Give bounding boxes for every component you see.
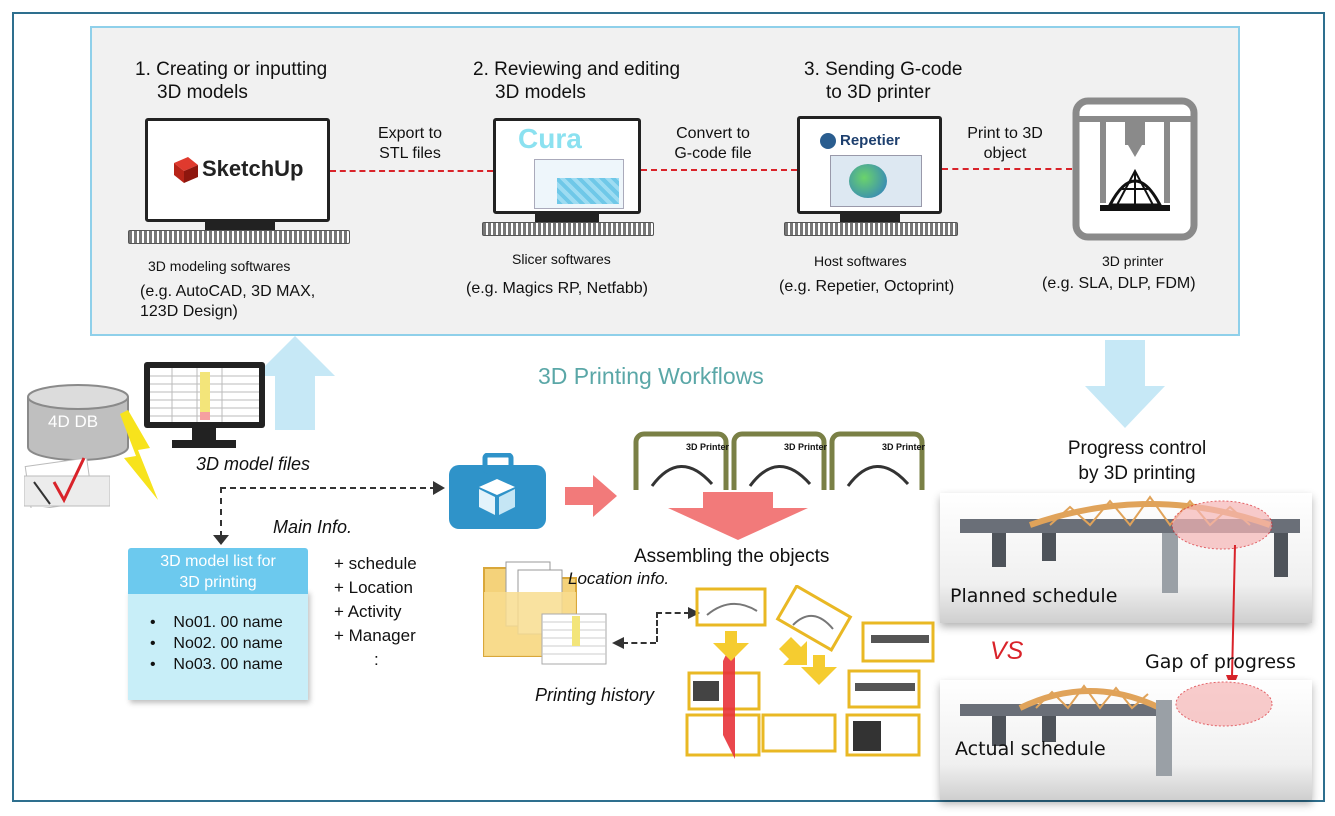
sketchup-monitor: SketchUp: [145, 118, 330, 222]
pink-down-arrow-icon: [668, 492, 808, 540]
step-3-title: 3. Sending G-code to 3D printer: [804, 59, 963, 103]
arrow-right-icon: [688, 606, 700, 619]
step-2-title: 2. Reviewing and editing 3D models: [473, 59, 681, 103]
printer-photos: [632, 428, 932, 490]
vs-label: VS: [990, 637, 1024, 665]
workflow-title: 3D Printing Workflows: [538, 363, 764, 389]
sketchup-logo-text: SketchUp: [202, 156, 304, 181]
connector-print: [942, 168, 1072, 170]
cura-screen: [534, 159, 624, 209]
connector-convert: [641, 169, 797, 171]
connector-location: [622, 642, 656, 644]
sketchup-logo-icon: [170, 155, 200, 185]
assembling-label: Assembling the objects: [634, 546, 830, 567]
database-icon: [24, 383, 132, 463]
db-label: 4D DB: [48, 412, 99, 431]
modeling-examples: (e.g. AutoCAD, 3D MAX,123D Design): [140, 283, 316, 320]
clipboard-icon: [23, 452, 111, 511]
actual-schedule-photo: Actual schedule: [940, 680, 1312, 800]
model-list-panel: [128, 590, 308, 700]
repetier-monitor: Repetier: [797, 116, 942, 214]
main-info-label: Main Info.: [273, 517, 353, 537]
arrow-down-icon: [213, 532, 229, 545]
monitor-stand: [535, 214, 599, 222]
gap-label: Gap of progress: [1145, 651, 1296, 673]
printer-tag: 3D Printer: [882, 442, 926, 452]
keyboard-icon: [784, 222, 958, 236]
slicer-caption: Slicer softwares: [512, 251, 611, 267]
connector-location-top: [656, 612, 690, 614]
connector-files-to-box: [220, 487, 436, 489]
outer-frame: [12, 12, 1325, 802]
arrow-left-icon: [612, 636, 624, 649]
list-item: • No02. 00 name: [150, 635, 283, 652]
monitor-stand: [840, 214, 900, 222]
keyboard-icon: [482, 222, 654, 236]
list-item: • No01. 00 name: [150, 614, 283, 631]
printing-history-label: Printing history: [535, 685, 655, 705]
cura-logo-text: Cura: [518, 123, 582, 154]
repetier-logo-text: Repetier: [840, 132, 901, 149]
connector-location-vertical: [656, 612, 658, 642]
arrow-right-icon: [433, 481, 445, 495]
repetier-logo-icon: [820, 133, 836, 149]
modeling-caption: 3D modeling softwares: [148, 258, 291, 274]
cura-monitor: Cura: [493, 118, 641, 214]
printer-examples: (e.g. SLA, DLP, FDM): [1042, 275, 1196, 292]
printer-tag: 3D Printer: [784, 442, 828, 452]
assembly-parts: [683, 583, 938, 760]
actual-label: Actual schedule: [955, 738, 1106, 760]
spreadsheet-monitor-icon: [142, 360, 267, 450]
printer-caption: 3D printer: [1102, 253, 1164, 269]
folder-icon: [480, 556, 610, 666]
repetier-screen: [830, 155, 922, 207]
down-arrow-icon: [1085, 340, 1165, 428]
host-caption: Host softwares: [814, 253, 907, 269]
list-item: • No03. 00 name: [150, 656, 283, 673]
up-arrow-icon: [255, 336, 335, 430]
monitor-stand: [205, 222, 275, 230]
host-examples: (e.g. Repetier, Octoprint): [779, 278, 955, 295]
3d-printer-icon: [1072, 97, 1198, 241]
slicer-examples: (e.g. Magics RP, Netfabb): [466, 280, 649, 297]
planned-label: Planned schedule: [950, 585, 1118, 607]
printer-tag: 3D Printer: [686, 442, 730, 452]
lightning-arrow-icon: [120, 410, 160, 500]
connector-files-to-list: [220, 487, 222, 537]
model-files-label: 3D model files: [196, 454, 311, 474]
planned-schedule-photo: Planned schedule: [940, 493, 1312, 623]
3d-builder-icon: [445, 452, 550, 533]
step-1-title: 1. Creating or inputting 3D models: [135, 59, 328, 103]
info-list: + schedule + Location + Activity + Manag…: [334, 554, 417, 669]
location-info-label: Location info.: [568, 569, 670, 588]
model-list-items: • No01. 00 name • No02. 00 name • No03. …: [150, 612, 283, 675]
keyboard-icon: [128, 230, 350, 244]
pink-right-arrow-icon: [565, 475, 617, 517]
connector-export: [330, 170, 493, 172]
